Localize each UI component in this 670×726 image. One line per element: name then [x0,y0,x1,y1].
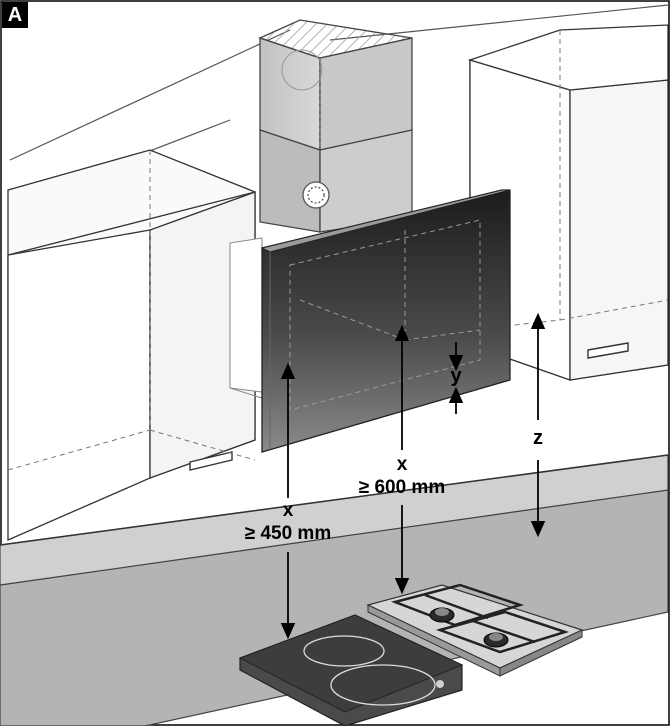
chimney-upper [258,19,413,151]
dimension-label-y: y [450,365,462,387]
left-wall-cabinet [7,149,256,541]
hood-glass-panel [260,189,511,453]
left-cabinet-hidden-lines [7,150,256,471]
panel-label: A [2,2,28,28]
gas-hob [366,583,584,677]
hood-hidden-lines [289,219,481,411]
dimension-label-x-right: x ≥ 600 mm [340,454,464,500]
dimension-label-z: z [533,427,543,449]
dimension-arrows [280,312,546,640]
dimension-variable: x [396,454,408,475]
dimension-value: ≥ 450 mm [244,522,332,544]
electric-hob [238,614,464,726]
chimney-lower [259,129,413,233]
dimension-variable: x [282,500,294,521]
countertop [0,454,669,726]
dimension-label-x-left: x ≥ 450 mm [228,500,348,546]
dimension-value: ≥ 600 mm [358,476,446,498]
right-wall-cabinet [467,24,669,381]
